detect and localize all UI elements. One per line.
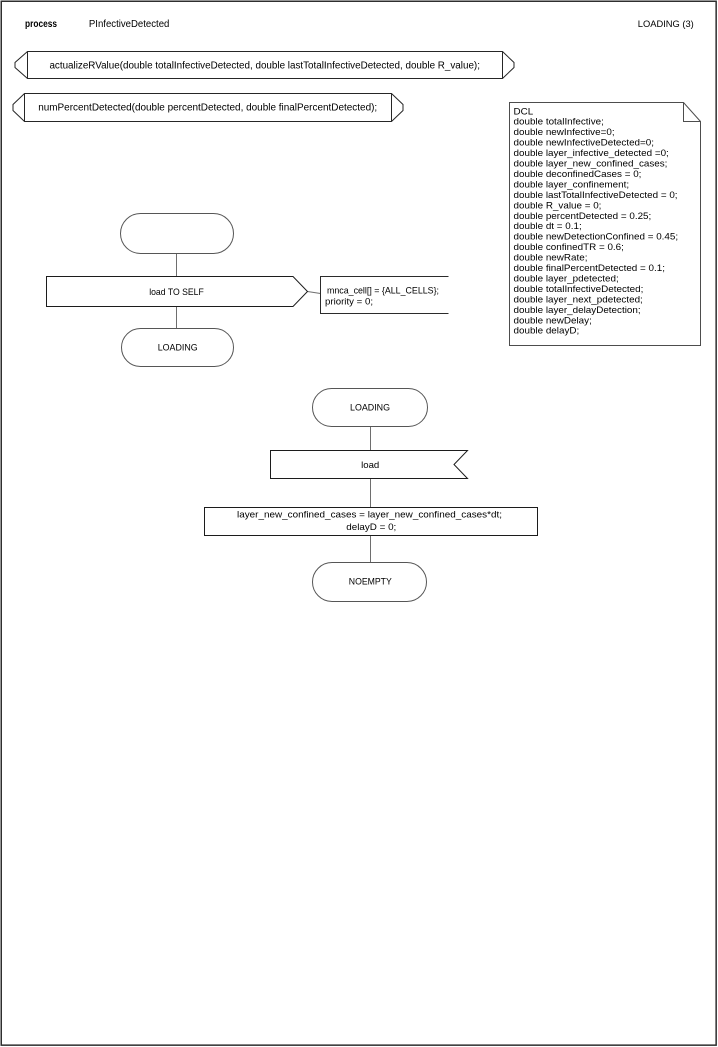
svg-text:double newInfectiveDetected=0;: double newInfectiveDetected=0; bbox=[514, 138, 655, 149]
svg-text:double layer_infective_detecte: double layer_infective_detected =0; bbox=[514, 148, 669, 159]
svg-text:double deconfinedCases = 0;: double deconfinedCases = 0; bbox=[514, 169, 642, 180]
svg-text:layer_new_confined_cases = lay: layer_new_confined_cases = layer_new_con… bbox=[237, 510, 502, 520]
svg-text:delayD = 0;: delayD = 0; bbox=[346, 522, 396, 532]
svg-text:double totalInfectiveDetected;: double totalInfectiveDetected; bbox=[514, 284, 644, 295]
svg-text:LOADING (3): LOADING (3) bbox=[638, 19, 694, 30]
svg-text:PInfectiveDetected: PInfectiveDetected bbox=[89, 19, 169, 30]
svg-text:LOADING: LOADING bbox=[158, 342, 198, 353]
svg-text:double totalInfective;: double totalInfective; bbox=[514, 117, 604, 128]
svg-text:double percentDetected = 0.25;: double percentDetected = 0.25; bbox=[514, 211, 652, 222]
svg-text:load: load bbox=[361, 460, 379, 471]
svg-text:numPercentDetected(double perc: numPercentDetected(double percentDetecte… bbox=[38, 103, 377, 114]
svg-text:double newRate;: double newRate; bbox=[514, 253, 588, 264]
svg-text:double newDetectionConfined =: double newDetectionConfined = 0.45; bbox=[514, 232, 679, 243]
svg-text:double finalPercentDetected =: double finalPercentDetected = 0.1; bbox=[514, 263, 665, 274]
svg-text:double newInfective=0;: double newInfective=0; bbox=[514, 127, 615, 138]
svg-text:double delayD;: double delayD; bbox=[514, 326, 580, 337]
svg-text:double layer_next_pdetected;: double layer_next_pdetected; bbox=[514, 295, 643, 306]
svg-text:process: process bbox=[25, 19, 57, 30]
svg-text:LOADING: LOADING bbox=[350, 402, 390, 413]
svg-text:NOEMPTY: NOEMPTY bbox=[349, 577, 393, 588]
svg-text:double lastTotalInfectiveDetec: double lastTotalInfectiveDetected = 0; bbox=[514, 190, 678, 201]
svg-text:double R_value = 0;: double R_value = 0; bbox=[514, 201, 602, 212]
svg-text:DCL: DCL bbox=[514, 107, 534, 118]
svg-text:double confinedTR = 0.6;: double confinedTR = 0.6; bbox=[514, 242, 624, 253]
svg-text:double dt = 0.1;: double dt = 0.1; bbox=[514, 221, 582, 232]
svg-text:double newDelay;: double newDelay; bbox=[514, 316, 592, 327]
svg-text:load TO SELF: load TO SELF bbox=[149, 287, 204, 297]
svg-text:double layer_pdetected;: double layer_pdetected; bbox=[514, 274, 619, 285]
svg-text:double layer_confinement;: double layer_confinement; bbox=[514, 180, 630, 191]
svg-text:mnca_cell[] = {ALL_CELLS};: mnca_cell[] = {ALL_CELLS}; bbox=[327, 286, 439, 296]
svg-text:double layer_new_confined_case: double layer_new_confined_cases; bbox=[514, 159, 668, 170]
svg-text:priority = 0;: priority = 0; bbox=[325, 297, 373, 307]
svg-text:actualizeRValue(double totalIn: actualizeRValue(double totalInfectiveDet… bbox=[49, 61, 480, 72]
svg-text:double layer_delayDetection;: double layer_delayDetection; bbox=[514, 305, 641, 316]
